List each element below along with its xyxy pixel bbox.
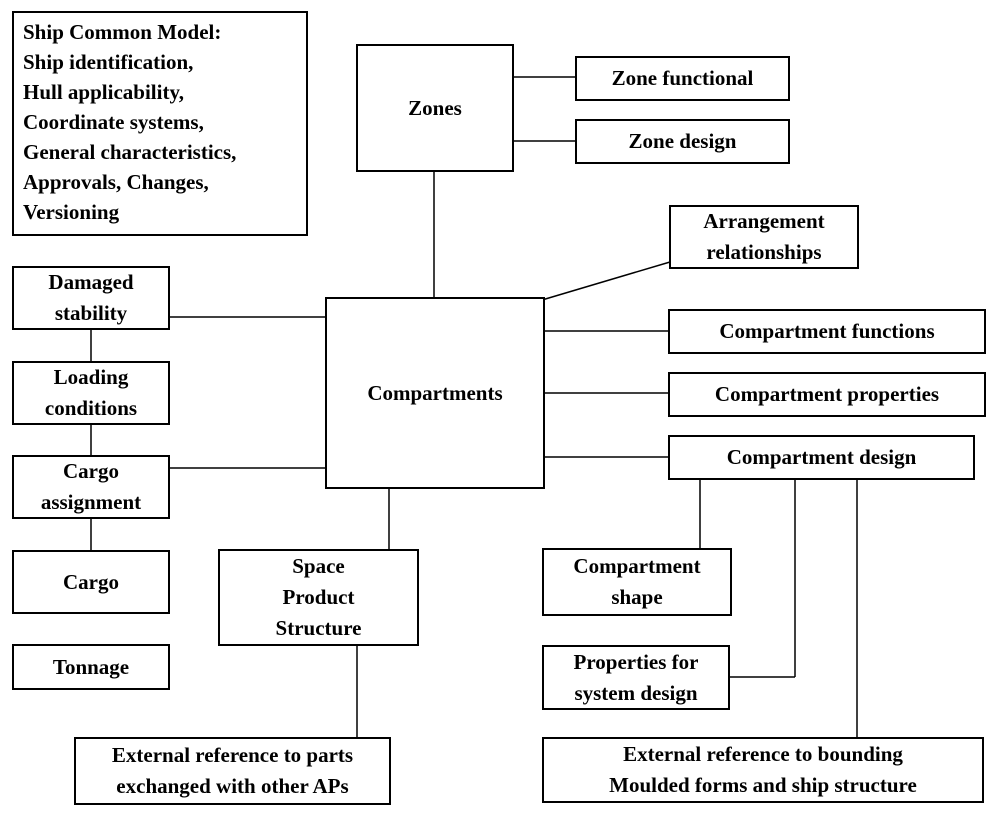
space-product-structure-label: Space Product Structure (275, 554, 362, 640)
zone-design-label: Zone design (628, 129, 737, 153)
compartments-box: Compartments (325, 297, 545, 489)
common-model-line: Coordinate systems, (23, 110, 204, 134)
space-product-structure-box: Space Product Structure (218, 549, 419, 646)
tonnage-box: Tonnage (12, 644, 170, 690)
compartment-functions-label: Compartment functions (719, 319, 935, 343)
zones-label: Zones (408, 95, 462, 120)
common-model-line: Ship identification, (23, 50, 194, 74)
common-model-line: Approvals, Changes, (23, 170, 209, 194)
cargo-assignment-label: Cargo assignment (40, 459, 142, 514)
compartment-functions-box: Compartment functions (668, 309, 986, 354)
external-parts-box: External reference to parts exchanged wi… (74, 737, 391, 805)
common-model-line: Versioning (23, 200, 120, 224)
arrangement-relationships-label: Arrangement relationships (703, 209, 825, 264)
common-model-line: Hull applicability, (23, 80, 185, 104)
arrangement-relationships-box: Arrangement relationships (669, 205, 859, 269)
compartment-properties-label: Compartment properties (714, 382, 940, 406)
tonnage-label: Tonnage (52, 654, 130, 679)
zone-functional-label: Zone functional (611, 66, 754, 90)
external-parts-label: External reference to parts exchanged wi… (111, 743, 354, 798)
compartment-shape-box: Compartment shape (542, 548, 732, 616)
common-model-line: Ship Common Model: (23, 20, 222, 44)
properties-system-design-box: Properties for system design (542, 645, 730, 710)
compartment-shape-label: Compartment shape (573, 554, 701, 609)
zone-design-box: Zone design (575, 119, 790, 164)
external-bounding-label: External reference to bounding Moulded f… (609, 742, 917, 797)
loading-conditions-label: Loading conditions (44, 365, 138, 420)
line-compartments-arrangement (541, 261, 671, 301)
common-model-line: General characteristics, (23, 140, 237, 164)
external-bounding-box: External reference to bounding Moulded f… (542, 737, 984, 803)
compartment-design-box: Compartment design (668, 435, 975, 480)
damaged-stability-box: Damaged stability (12, 266, 170, 330)
damaged-stability-label: Damaged stability (48, 270, 134, 325)
cargo-box: Cargo (12, 550, 170, 614)
zones-box: Zones (356, 44, 514, 172)
common-model-box: Ship Common Model: Ship identification, … (12, 11, 308, 236)
loading-conditions-box: Loading conditions (12, 361, 170, 425)
compartments-label: Compartments (367, 380, 503, 405)
cargo-label: Cargo (63, 569, 119, 594)
cargo-assignment-box: Cargo assignment (12, 455, 170, 519)
compartment-properties-box: Compartment properties (668, 372, 986, 417)
zone-functional-box: Zone functional (575, 56, 790, 101)
compartment-design-label: Compartment design (726, 445, 917, 469)
properties-system-design-label: Properties for system design (573, 649, 699, 705)
